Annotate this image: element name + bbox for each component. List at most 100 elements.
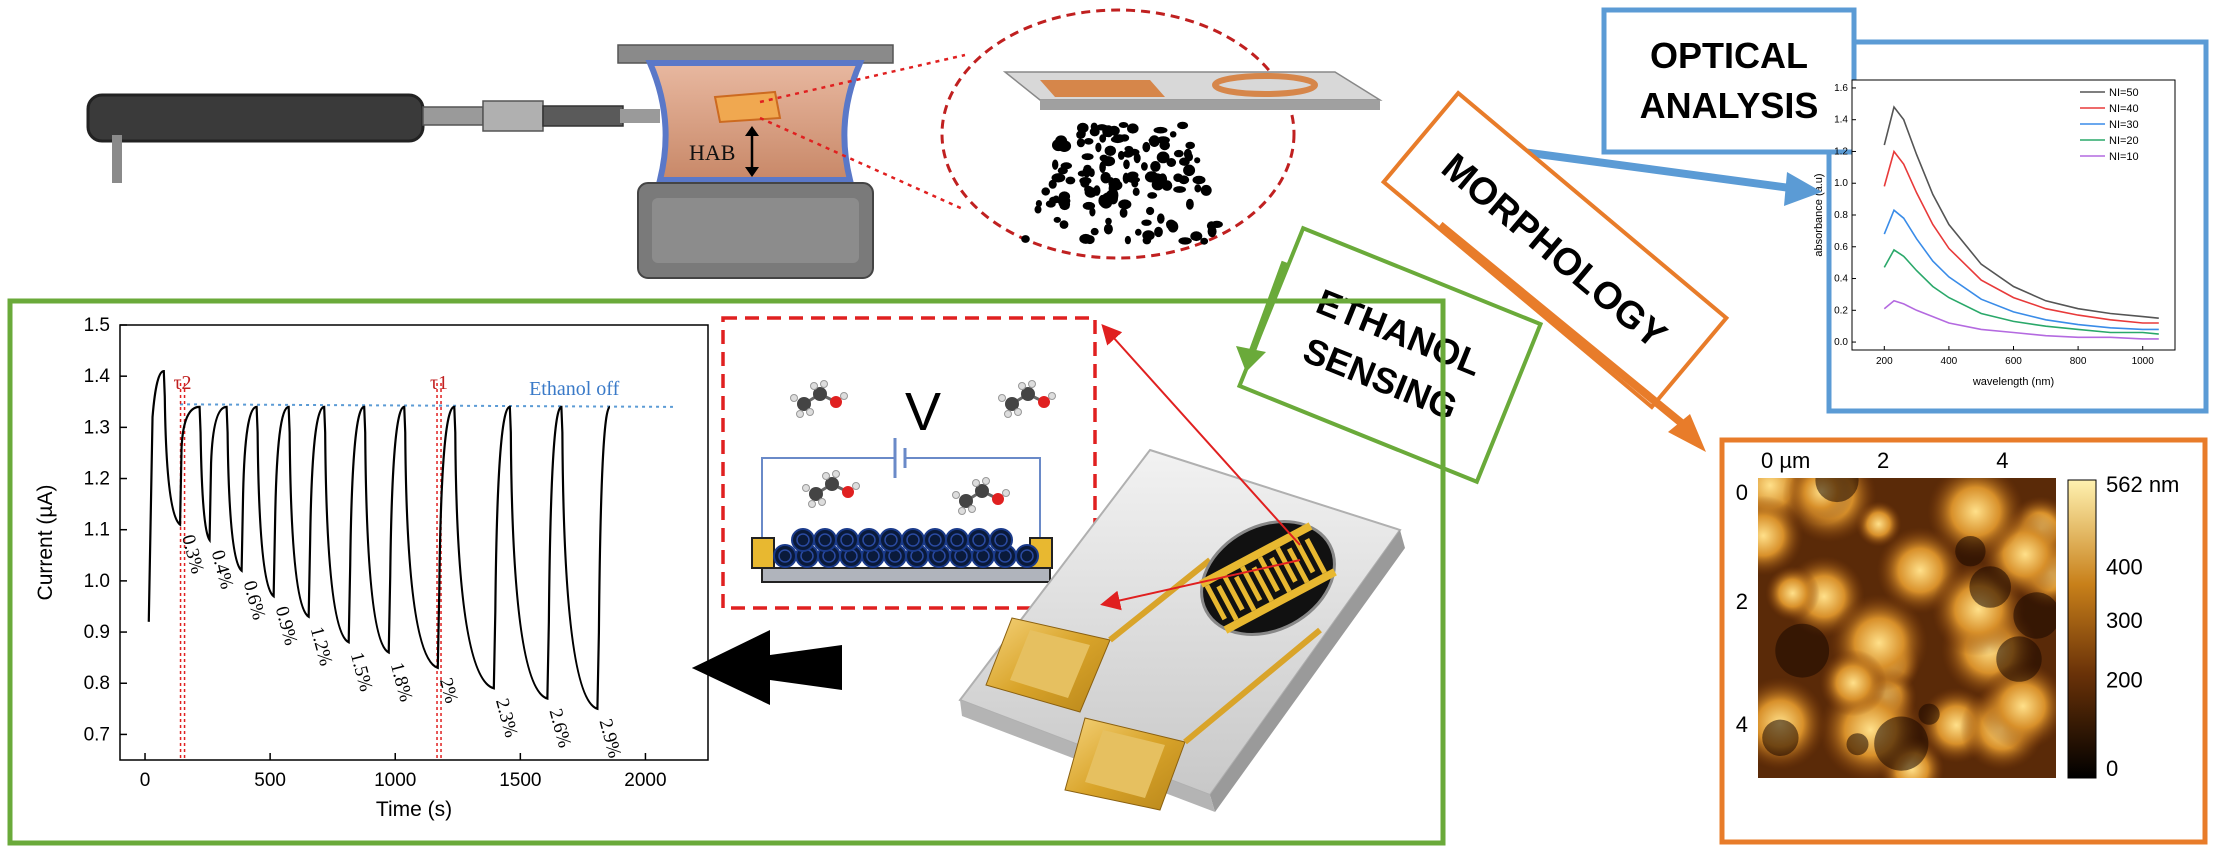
carbon-atom	[809, 487, 823, 501]
nanoparticle-sphere	[879, 528, 903, 552]
idt-finger	[1216, 584, 1239, 621]
arrow-to-sensing	[1248, 260, 1289, 354]
carbon-atom	[1021, 387, 1035, 401]
particle	[1096, 124, 1108, 131]
tau-marker-label: τ1	[430, 372, 448, 394]
afm-valley	[1815, 478, 1859, 503]
particle	[1135, 228, 1142, 236]
ethanol-molecule	[802, 470, 860, 508]
afm-colorbar-label: 0	[2106, 756, 2118, 781]
y-tick-label: 1.3	[84, 417, 110, 438]
nanoparticle-ring	[840, 533, 854, 547]
particle	[1150, 173, 1163, 180]
abs-series-line	[1883, 208, 2159, 331]
tau-marker-label: τ2	[174, 372, 192, 394]
hydrogen-atom	[796, 410, 804, 418]
hydrogen-atom	[806, 408, 814, 416]
y-tick-label: 1.4	[84, 366, 111, 387]
particle	[1035, 200, 1042, 207]
x-tick-label: 2000	[624, 770, 666, 791]
hydrogen-atom	[958, 507, 966, 515]
particle	[1124, 235, 1131, 245]
spray-gun-nozzle	[422, 106, 484, 126]
hydrogen-atom	[968, 505, 976, 513]
abs-y-tick-label: 1.0	[1834, 178, 1848, 189]
idt-finger	[1234, 575, 1257, 612]
spray-gun-body	[86, 93, 425, 143]
particle	[1154, 226, 1163, 238]
hydrogen-atom	[818, 498, 826, 506]
particle	[1200, 184, 1212, 196]
x-tick-label: 1000	[374, 770, 416, 791]
particle	[1185, 141, 1195, 150]
particle	[1153, 126, 1168, 134]
nanoparticle-sphere	[773, 544, 797, 568]
idt-finger	[1304, 538, 1327, 574]
particle	[1173, 149, 1184, 158]
carbon-atom	[975, 484, 989, 498]
particle	[1156, 151, 1170, 164]
particle	[1065, 176, 1076, 185]
particle	[1076, 138, 1085, 148]
voltage-label: V	[905, 382, 941, 442]
particle	[1206, 221, 1217, 231]
abs-y-tick-label: 0.2	[1834, 305, 1848, 316]
idt-finger	[1222, 575, 1245, 611]
hydrogen-atom	[810, 382, 818, 390]
afm-x-tick-label: 2	[1877, 448, 1889, 473]
electrode-left	[751, 537, 775, 569]
nanoparticle-ring	[950, 533, 964, 547]
idt-finger	[1257, 556, 1280, 593]
nanoparticle-sphere	[813, 528, 837, 552]
abs-y-tick-label: 1.2	[1834, 146, 1848, 157]
ethanol-molecule	[998, 380, 1056, 418]
optical-analysis-label-box	[1601, 7, 1857, 155]
particle	[1183, 148, 1192, 160]
particle	[1089, 127, 1100, 137]
particle	[1090, 227, 1099, 236]
afm-grain	[1819, 649, 1887, 717]
particle	[1103, 223, 1113, 235]
afm-colorbar-label: 200	[2106, 668, 2143, 693]
hydrogen-atom	[832, 470, 840, 478]
idt-finger	[1251, 566, 1274, 603]
abs-y-tick-label: 0.0	[1834, 337, 1848, 348]
nanoparticle-sphere	[835, 528, 859, 552]
hydrogen-atom	[1002, 489, 1010, 497]
nanoparticle-ring	[994, 533, 1008, 547]
y-axis-label: Current (µA)	[34, 485, 57, 601]
particle	[1129, 172, 1136, 184]
plot-frame	[119, 324, 709, 761]
x-tick-label: 0	[140, 770, 151, 791]
afm-valley	[2013, 592, 2056, 639]
particle	[1194, 184, 1202, 193]
nanoparticle-ring	[1020, 549, 1034, 563]
y-tick-label: 1.1	[84, 520, 110, 541]
y-tick-label: 1.5	[84, 315, 110, 336]
afm-grain	[1758, 495, 1804, 576]
particle	[1147, 192, 1158, 199]
nanoparticle-ring	[928, 533, 942, 547]
x-tick-label: 500	[254, 770, 286, 791]
abs-x-tick-label: 200	[1876, 356, 1893, 367]
baseline-line	[180, 403, 673, 408]
abs-x-tick-label: 800	[2070, 356, 2087, 367]
afm-colorbar-label: 562 nm	[2106, 472, 2179, 497]
ethanol-sensing-label: ETHANOL SENSING	[1236, 225, 1544, 485]
particle	[1179, 157, 1190, 166]
current-signal-line	[147, 369, 611, 711]
afm-valley	[1874, 716, 1929, 771]
nanoparticle-cloud	[1021, 121, 1223, 245]
particle	[1127, 123, 1139, 134]
afm-colorbar-label: 400	[2106, 554, 2143, 579]
optical-analysis-label-line2: ANALYSIS	[1640, 85, 1819, 126]
carbon-atom	[813, 387, 827, 401]
particle	[1021, 235, 1030, 243]
ethanol-molecule	[952, 477, 1010, 515]
particle	[1166, 158, 1177, 167]
afm-grain	[1979, 662, 2056, 750]
particle	[1100, 172, 1111, 184]
nanoparticle-ring	[906, 533, 920, 547]
